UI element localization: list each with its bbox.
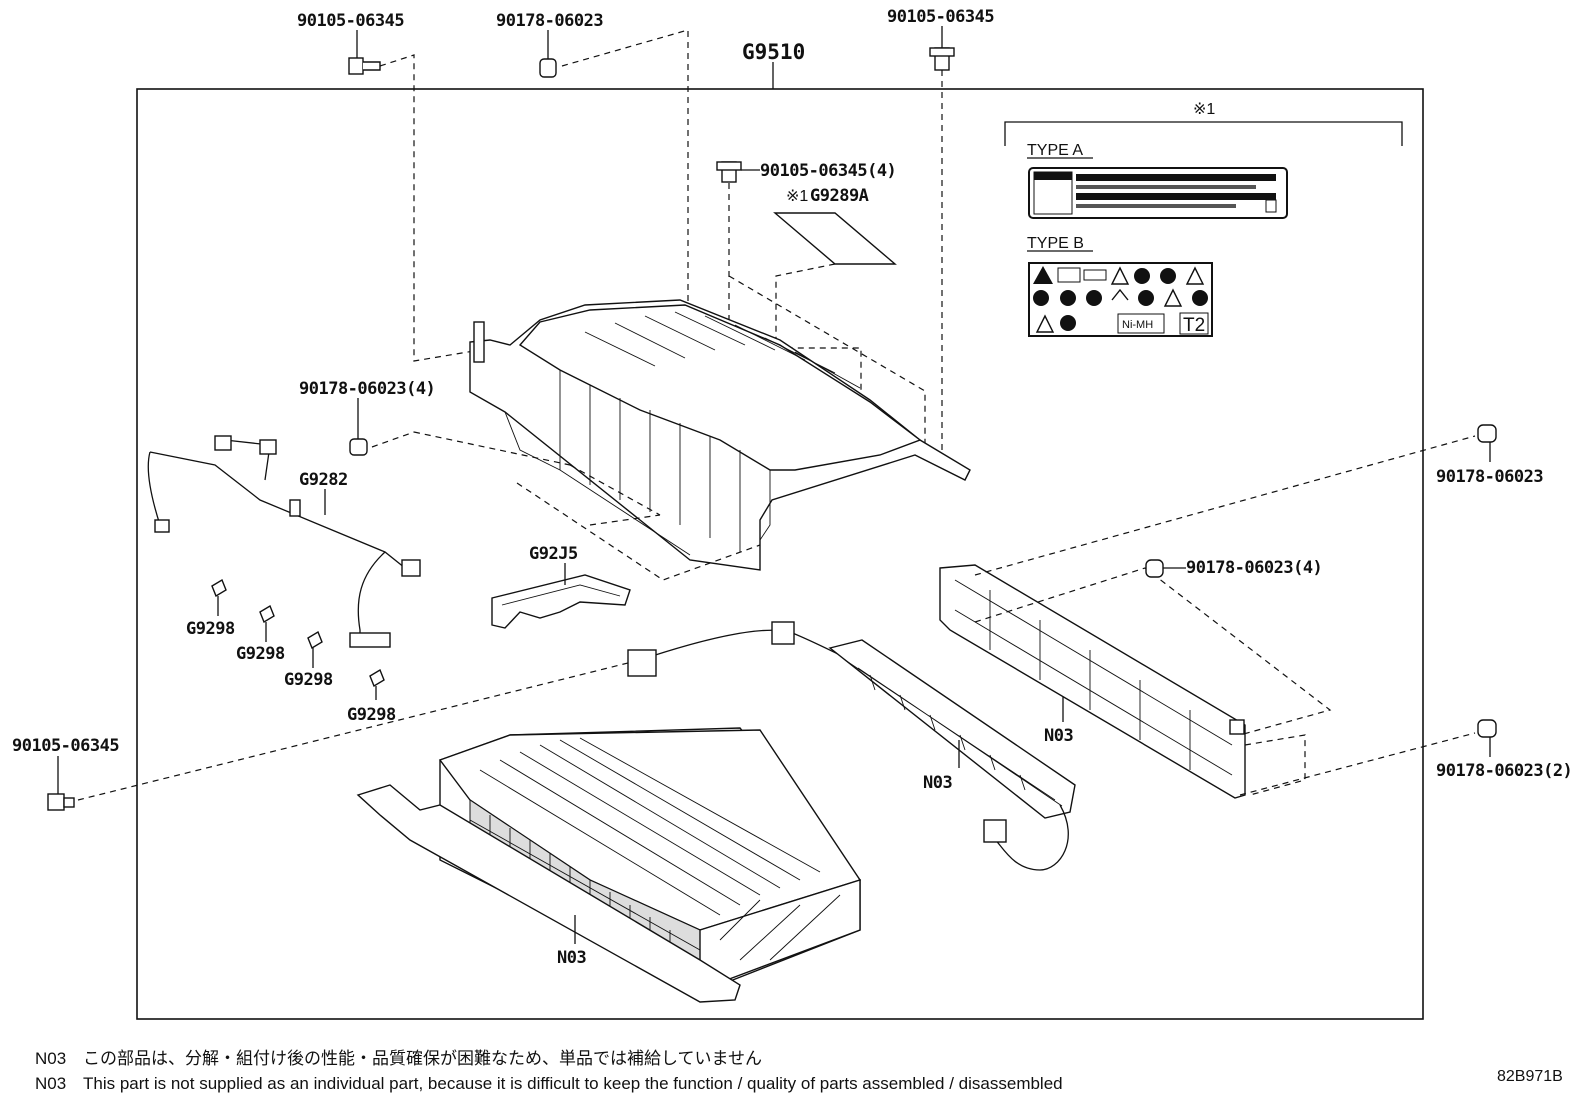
label-plate[interactable]: ※1 G9289A [773, 186, 897, 265]
leader-bolt-cover [728, 183, 926, 444]
callout-clip-4: G9298 [347, 705, 396, 725]
type-b-code: T2 [1183, 315, 1205, 336]
footer-note-jp: この部品は、分解・組付け後の性能・品質確保が困難なため、単品では補給していません [83, 1049, 762, 1068]
nut-right-top[interactable]: 90178-06023 [1436, 424, 1544, 487]
bolt-cover[interactable]: 90105-06345(4) [716, 161, 897, 183]
clip-1[interactable]: G9298 [186, 578, 235, 639]
callout-bolt-cover: 90105-06345(4) [760, 161, 896, 181]
electric-icon [1035, 314, 1055, 333]
bolt-top-right[interactable]: 90105-06345 [887, 7, 995, 71]
hazard-icon [1163, 288, 1183, 307]
note-marker: ※1 [1193, 101, 1215, 118]
bolt-top-left[interactable]: 90105-06345 [297, 11, 405, 75]
battery-icon [1083, 269, 1107, 281]
callout-nut-top-center: 90178-06023 [496, 11, 603, 31]
callout-nut-right-mid-4: 90178-06023(4) [1186, 558, 1322, 578]
leader-bolt-top-left [379, 54, 475, 362]
nut-left-4[interactable]: 90178-06023(4) [299, 379, 436, 456]
callout-n03-battery: N03 [557, 948, 586, 968]
callout-clip-3: G9298 [284, 670, 333, 690]
clip-2[interactable]: G9298 [236, 604, 285, 664]
manual-icon [1057, 267, 1081, 283]
diagram-ref: 82B971B [1497, 1068, 1563, 1085]
upper-cover[interactable] [469, 299, 971, 571]
callout-clip-1: G9298 [186, 619, 235, 639]
flame-icon [1185, 266, 1205, 285]
warning-icon [1033, 266, 1053, 284]
prohibited-icon [1086, 290, 1102, 306]
clip-3[interactable]: G9298 [284, 630, 333, 690]
type-a-plate[interactable] [1028, 167, 1288, 219]
callout-label-plate: G9289A [810, 186, 869, 206]
callout-n03-board: N03 [923, 773, 952, 793]
prohibited-icon [1160, 268, 1176, 284]
note-bracket [1004, 121, 1403, 146]
footer-note-en: This part is not supplied as an individu… [83, 1074, 1063, 1093]
label-plate-marker: ※1 [786, 188, 808, 205]
callout-nut-right-top: 90178-06023 [1436, 467, 1543, 487]
callout-bolt-bottom-left: 90105-06345 [12, 736, 119, 756]
nut-right-bottom-2[interactable]: 90178-06023(2) [1436, 719, 1573, 781]
battery-stack[interactable] [356, 727, 862, 1003]
type-a-label: TYPE A [1027, 142, 1083, 159]
prohibited-icon [1134, 268, 1150, 284]
assembly-label[interactable]: G9510 [742, 40, 805, 64]
clip-4[interactable]: G9298 [347, 668, 396, 725]
callout-harness: G9282 [299, 470, 348, 490]
nut-top-center[interactable]: 90178-06023 [496, 11, 604, 78]
bracket[interactable] [491, 574, 631, 629]
prohibited-icon [1138, 290, 1154, 306]
prohibited-icon [1060, 290, 1076, 306]
nut-right-mid-4[interactable]: 90178-06023(4) [1145, 558, 1323, 578]
callout-nut-right-bottom-2: 90178-06023(2) [1436, 761, 1572, 781]
callout-n03-frame: N03 [1044, 726, 1073, 746]
battery-ecu-board[interactable] [627, 621, 1076, 871]
recycle-icon [1192, 290, 1208, 306]
callout-clip-2: G9298 [236, 644, 285, 664]
callout-bracket: G92J5 [529, 544, 578, 564]
leader-bolt-bottom-left [77, 659, 641, 801]
prohibited-icon [1033, 290, 1049, 306]
footer-note-jp-code: N03 [35, 1049, 66, 1068]
callout-nut-left-4: 90178-06023(4) [299, 379, 435, 399]
leader-nut-left-4 [371, 431, 415, 448]
bolt-bottom-left[interactable]: 90105-06345 [12, 736, 120, 811]
callout-bolt-top-right: 90105-06345 [887, 7, 994, 27]
type-b-plate[interactable]: Ni-MH T2 [1028, 262, 1213, 337]
type-b-label: TYPE B [1027, 235, 1084, 252]
wire-harness[interactable] [147, 435, 421, 648]
type-b-nimh: Ni-MH [1122, 319, 1153, 331]
cover-guide-lines [413, 431, 761, 581]
callout-bolt-top-left: 90105-06345 [297, 11, 404, 31]
caution-icon [1110, 266, 1130, 285]
side-frame[interactable] [939, 564, 1246, 799]
prohibited-icon [1060, 315, 1076, 331]
footer-note-en-code: N03 [35, 1074, 66, 1093]
umbrella-icon [1111, 288, 1129, 301]
assembly-boundary [136, 88, 1424, 1020]
